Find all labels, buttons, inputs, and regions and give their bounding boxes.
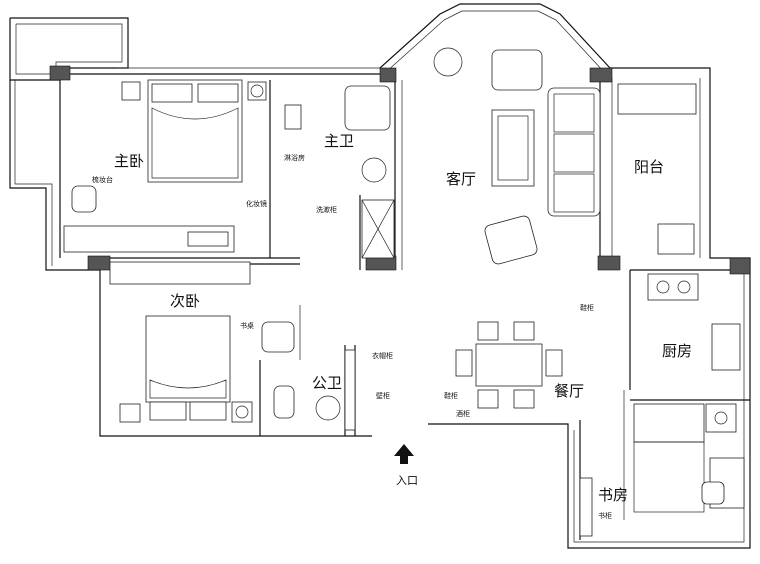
room-living-room: 客厅 xyxy=(446,170,476,188)
dining-furniture xyxy=(455,321,563,409)
public-bath-furniture xyxy=(273,349,356,431)
room-master-bath: 主卫 xyxy=(324,132,354,150)
label-desk: 书桌 xyxy=(240,321,254,330)
room-master-bedroom: 主卧 xyxy=(114,152,144,170)
study-furniture xyxy=(579,403,745,537)
living-room-furniture xyxy=(433,47,601,265)
entrance-arrow-icon xyxy=(394,444,414,464)
room-labels: 主卧 主卫 客厅 阳台 次卧 公卫 餐厅 厨房 书房 xyxy=(114,132,692,504)
label-wash-basin: 洗漱柜 xyxy=(316,205,337,214)
master-bedroom-furniture xyxy=(63,79,267,253)
label-closet-gap: 鞋柜 xyxy=(580,303,594,312)
room-study: 书房 xyxy=(598,486,628,504)
second-bedroom-furniture xyxy=(109,261,295,423)
structural-columns xyxy=(49,65,751,275)
label-bookcase: 书柜 xyxy=(598,511,612,520)
label-shoe-cabinet: 鞋柜 xyxy=(444,391,458,400)
balcony-furniture xyxy=(617,83,697,255)
label-wine-cabinet: 酒柜 xyxy=(456,409,470,418)
master-bath-furniture xyxy=(284,85,395,259)
room-dining: 餐厅 xyxy=(554,382,584,400)
label-storage: 壁柜 xyxy=(376,391,390,400)
room-kitchen: 厨房 xyxy=(662,342,692,360)
fixture-labels: 梳妆台 淋浴房 化妆镜 洗漱柜 书桌 衣帽柜 壁柜 鞋柜 酒柜 鞋柜 书柜 xyxy=(92,153,612,520)
label-dressing-table: 梳妆台 xyxy=(92,175,113,184)
label-built-in: 衣帽柜 xyxy=(372,351,393,360)
label-vanity: 化妆镜 xyxy=(246,199,267,208)
room-balcony: 阳台 xyxy=(634,158,664,176)
kitchen-furniture xyxy=(647,273,741,371)
room-public-bath: 公卫 xyxy=(312,374,342,392)
entrance-label: 入口 xyxy=(396,474,418,487)
room-second-bedroom: 次卧 xyxy=(170,292,200,310)
label-shower-room: 淋浴房 xyxy=(284,153,305,162)
